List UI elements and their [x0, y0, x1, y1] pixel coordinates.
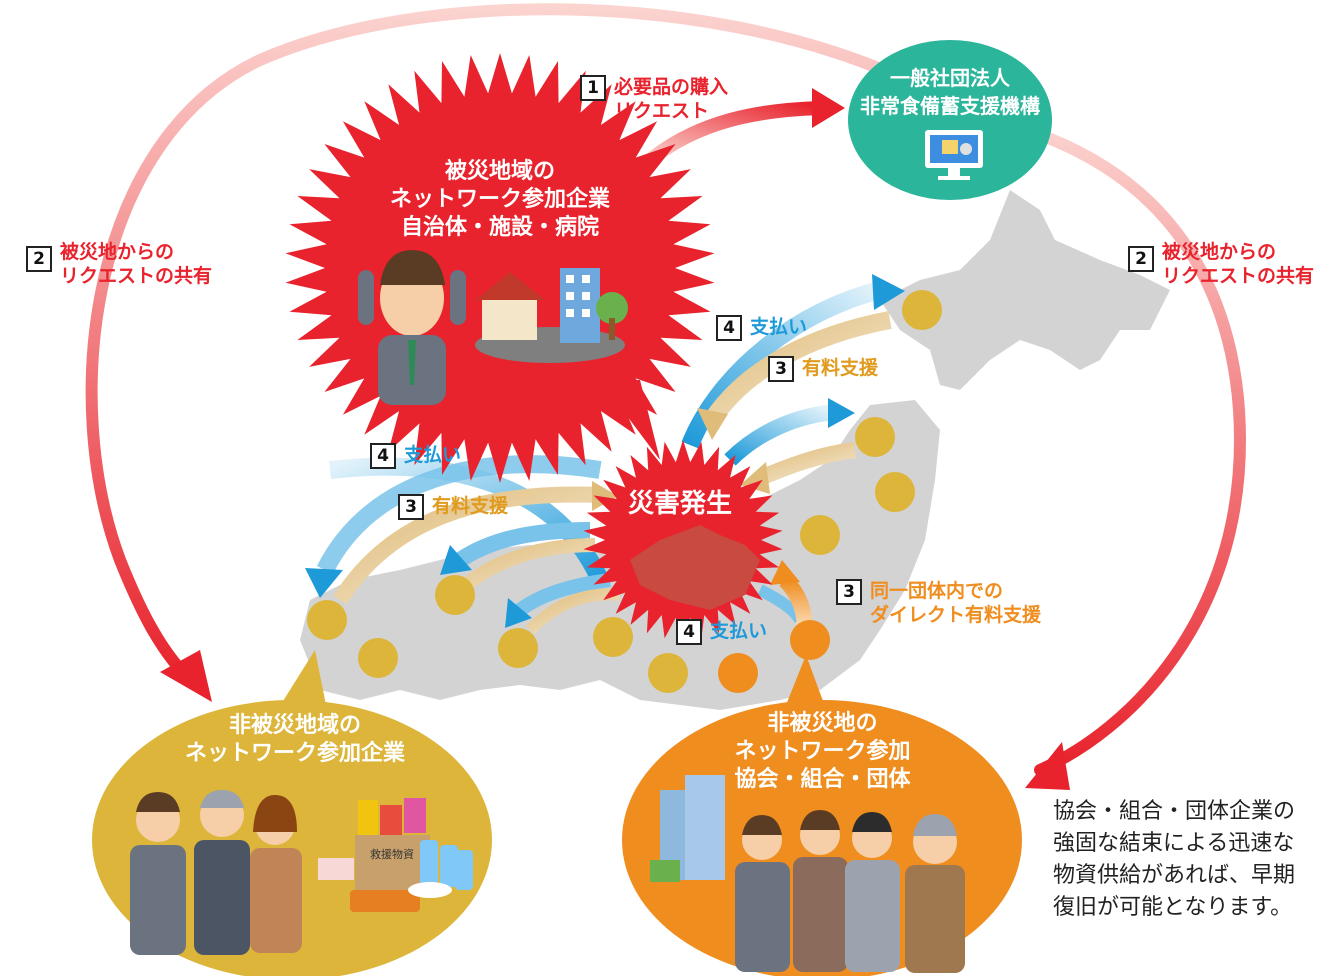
step-number: 2 — [1128, 246, 1154, 272]
step-direct-support: 3 同一団体内でのダイレクト有料支援 — [836, 579, 1041, 627]
affected-title: 被災地域の ネットワーク参加企業 自治体・施設・病院 — [355, 158, 645, 242]
network-dot — [902, 290, 942, 330]
associations-line-1: 非被災地の — [767, 711, 878, 736]
org-bubble — [848, 40, 1052, 200]
companies-title: 非被災地域の ネットワーク参加企業 — [160, 712, 430, 768]
network-dot — [648, 653, 688, 693]
network-dot — [800, 515, 840, 555]
summary-note-line-3: 物資供給があれば、早期 — [1053, 863, 1296, 888]
flow-arrow-mid-payment — [440, 522, 591, 575]
step-number: 4 — [716, 315, 742, 341]
step-number: 1 — [580, 75, 606, 101]
affected-area-shape — [630, 525, 760, 610]
network-dot — [875, 472, 915, 512]
step-number: 3 — [836, 579, 862, 605]
relief-box-label: 救援物資 — [370, 847, 414, 861]
associations-title: 非被災地の ネットワーク参加 協会・組合・団体 — [690, 710, 955, 794]
step-payment-south-label: 支払い — [710, 620, 768, 642]
step-paid-support-north-label: 有料支援 — [802, 357, 879, 379]
step-payment-north-label: 支払い — [750, 316, 808, 338]
affected-line-1: 被災地域の — [444, 159, 555, 184]
step-direct-support-line-1: 同一団体内での — [870, 580, 1004, 602]
summary-note-line-4: 復旧が可能となります。 — [1053, 895, 1293, 920]
step-number: 2 — [26, 246, 52, 272]
affected-line-2: ネットワーク参加企業 — [389, 187, 610, 212]
step-number: 3 — [768, 356, 794, 382]
affected-line-3: 自治体・施設・病院 — [400, 215, 599, 240]
step-request-line-2: リクエスト — [614, 100, 710, 122]
worried-businessman-icon — [358, 250, 466, 405]
office-building-icon — [650, 775, 725, 882]
step-share-right-line-1: 被災地からの — [1162, 241, 1277, 263]
network-dot — [593, 617, 633, 657]
step-paid-support-west: 3 有料支援 — [398, 494, 508, 520]
associations-line-3: 協会・組合・団体 — [734, 767, 911, 792]
step-paid-support-north: 3 有料支援 — [768, 356, 878, 382]
damaged-buildings-icon — [475, 268, 628, 363]
flow-arrow-west-support — [333, 481, 618, 605]
step-share-left-line-1: 被災地からの — [60, 241, 175, 263]
flow-arrow-mid-support — [455, 538, 596, 596]
disaster-label: 災害発生 — [600, 490, 760, 518]
relief-supplies-icon — [318, 798, 473, 912]
step-payment-west: 4 支払い — [370, 443, 461, 469]
step-request: 1 必要品の購入リクエスト — [580, 75, 728, 123]
summary-note-line-2: 強固な結束による迅速な — [1053, 831, 1295, 856]
network-dot — [790, 620, 830, 660]
step-payment-north: 4 支払い — [716, 315, 807, 341]
summary-note-line-1: 協会・組合・団体企業の — [1053, 799, 1296, 824]
network-dot — [718, 653, 758, 693]
org-name-line-1: 一般社団法人 — [890, 66, 1010, 90]
step-number: 3 — [398, 494, 424, 520]
step-payment-west-label: 支払い — [404, 444, 462, 466]
network-dot — [307, 600, 347, 640]
step-request-line-1: 必要品の購入 — [614, 76, 729, 98]
network-dot — [855, 417, 895, 457]
flow-arrow-northeast-payment — [724, 398, 855, 466]
step-direct-support-line-2: ダイレクト有料支援 — [870, 604, 1042, 626]
associations-line-2: ネットワーク参加 — [734, 739, 911, 764]
org-name: 一般社団法人 非常食備蓄支援機構 — [848, 64, 1052, 120]
network-dot — [435, 575, 475, 615]
business-people-group-icon — [130, 790, 302, 955]
network-dot — [498, 628, 538, 668]
association-members-icon — [735, 810, 965, 973]
step-share-left: 2 被災地からのリクエストの共有 — [26, 240, 212, 288]
monitor-icon — [925, 130, 983, 180]
summary-note: 協会・組合・団体企業の 強固な結束による迅速な 物資供給があれば、早期 復旧が可… — [1053, 796, 1295, 924]
step-share-right: 2 被災地からのリクエストの共有 — [1128, 240, 1314, 288]
step-payment-south: 4 支払い — [676, 619, 767, 645]
disaster-label-text: 災害発生 — [627, 489, 732, 519]
org-name-line-2: 非常食備蓄支援機構 — [860, 94, 1040, 118]
share-arc-left — [85, 3, 901, 702]
companies-line-2: ネットワーク参加企業 — [184, 741, 405, 766]
share-arc-right — [1004, 119, 1247, 790]
network-dots — [307, 290, 942, 693]
network-dot — [358, 638, 398, 678]
step-share-left-line-2: リクエストの共有 — [60, 265, 213, 287]
step-number: 4 — [676, 619, 702, 645]
step-paid-support-west-label: 有料支援 — [432, 495, 509, 517]
step-share-right-line-2: リクエストの共有 — [1162, 265, 1315, 287]
companies-line-1: 非被災地域の — [228, 713, 361, 738]
step-number: 4 — [370, 443, 396, 469]
